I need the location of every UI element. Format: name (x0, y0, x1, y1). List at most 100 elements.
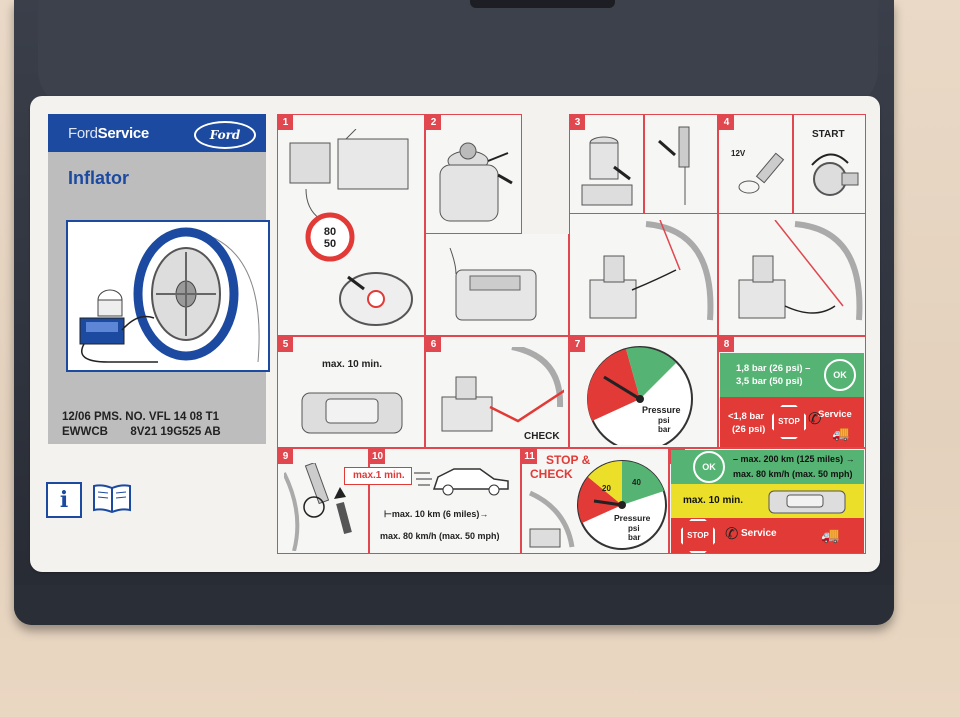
gauge-11-bar: bar (628, 533, 640, 542)
ok-range-line-1: 1,8 bar (26 psi) – (736, 363, 811, 374)
plug-in-drawing (738, 220, 863, 321)
step-12-distance: – max. 200 km (125 miles) → (733, 454, 855, 464)
ok-icon: OK (824, 359, 856, 391)
step-10-distance: ⊢max. 10 km (6 miles)→ (384, 509, 489, 519)
gauge-11-20: 20 (602, 484, 611, 493)
stop-check-wheel-drawing (528, 490, 575, 548)
compressor-drawing (449, 247, 537, 321)
step-12-phone-icon: ✆ (725, 526, 739, 543)
case-lid (38, 0, 878, 110)
brand-suffix: Service (97, 125, 150, 142)
book-icon (92, 482, 132, 514)
step-12-ok-icon: OK (693, 451, 725, 483)
step-3-number: 3 (570, 115, 585, 130)
bottle-attach-drawing (581, 136, 633, 206)
low-pressure-line-2: (26 psi) (732, 424, 766, 435)
stop-check-line-2: CHECK (530, 467, 573, 481)
step-12-time-band: max. 10 min. (671, 484, 864, 518)
step-5-time: max. 10 min. (322, 359, 383, 370)
step-11-number: 11 (522, 449, 537, 464)
gauge-7-psi: psi (658, 416, 670, 425)
step-12-stop-icon: STOP (681, 519, 715, 553)
step-12-speed: max. 80 km/h (max. 50 mph) (733, 469, 853, 479)
step-7-number: 7 (570, 337, 585, 352)
speed-sign-top: 80 (324, 226, 336, 238)
step-11-panel: 11 STOP & CHECK 20 40 Pressure psi bar (521, 448, 669, 554)
tow-truck-icon: 🚚 (832, 425, 850, 441)
step-9-number: 9 (278, 449, 293, 464)
check-pressure-drawing (441, 347, 564, 432)
compressor-top-drawing (301, 392, 403, 434)
step-6-number: 6 (426, 337, 441, 352)
step-10-speed: max. 80 km/h (max. 50 mph) (380, 531, 500, 541)
step-12-stop-band: STOP ✆ Service 🚚 (671, 518, 864, 553)
valve-panel (644, 114, 718, 214)
ford-logo-text: Ford (209, 128, 241, 142)
step-7-panel: 7 Pressure psi bar (569, 336, 718, 448)
stop-check-line-1: STOP & (546, 453, 591, 467)
step-8-number: 8 (719, 337, 734, 352)
valve-drawing (658, 126, 690, 205)
step-5-panel: 5 max. 10 min. (277, 336, 425, 448)
product-info-column: FordService Ford Inflator 12/0 (48, 114, 270, 444)
step-12-ok-band: OK – max. 200 km (125 miles) → max. 80 k… (671, 450, 864, 484)
max-time-label: max.1 min. (353, 470, 405, 481)
car-dash-speed-sign-drawing: 80 50 (289, 129, 413, 326)
max-time-box: max.1 min. (344, 467, 412, 485)
step-1-number: 1 (278, 115, 293, 130)
wheel-inflator-illustration (66, 220, 270, 372)
low-pressure-line-1: <1,8 bar (728, 411, 765, 422)
gauge-11-40: 40 (632, 478, 641, 487)
volt-label: 12V (731, 149, 746, 158)
tire-connect-drawing (589, 220, 714, 321)
step-3-panel: 3 (569, 114, 644, 214)
pressure-gauge-11: 20 40 Pressure psi bar (577, 460, 667, 550)
step-2-panel: 2 (425, 114, 522, 234)
book-drawing (93, 484, 131, 514)
step-4-number: 4 (719, 115, 734, 130)
step-10-number: 10 (370, 449, 385, 464)
driving-car-drawing (414, 468, 509, 496)
check-label: CHECK (524, 431, 560, 442)
low-pressure-band: <1,8 bar (26 psi) STOP Service ✆ 🚚 (720, 397, 864, 447)
phone-icon: ✆ (808, 411, 822, 428)
disconnect-hose-drawing (284, 463, 352, 551)
service-label: Service (818, 409, 852, 420)
plug-in-panel (718, 214, 866, 336)
step-4-panel: 4 12V (718, 114, 793, 214)
step-12-time: max. 10 min. (683, 495, 744, 506)
ok-range-line-2: 3,5 bar (50 psi) (736, 376, 803, 387)
step-12-panel: 12 OK – max. 200 km (125 miles) → max. 8… (669, 448, 866, 554)
ford-logo: Ford (194, 121, 256, 149)
step-8-panel: 8 1,8 bar (26 psi) – 3,5 bar (50 psi) OK… (718, 336, 866, 448)
ignition-key-drawing (811, 153, 859, 196)
brand-name: FordService (68, 125, 149, 142)
case-slot (470, 0, 615, 8)
stop-icon-text: STOP (778, 417, 800, 426)
step-5-number: 5 (278, 337, 293, 352)
gauge-11-pressure: Pressure (614, 513, 651, 523)
wheel-inflator-drawing (79, 227, 260, 363)
start-label: START (812, 129, 845, 140)
sealant-bottle-drawing (439, 142, 513, 222)
speed-sign-bottom: 50 (324, 238, 336, 250)
step-2-number: 2 (426, 115, 441, 130)
pressure-gauge-7: Pressure psi bar (587, 346, 693, 445)
step-9-panel: 9 (277, 448, 369, 554)
step-12-ok-text: OK (702, 462, 716, 472)
case-rim (14, 585, 894, 625)
step-12-compressor-drawing (768, 490, 846, 514)
gauge-11-psi: psi (628, 524, 640, 533)
part-number-line-2: EWWCB 8V21 19G525 AB (62, 426, 221, 438)
step-12-stop-text: STOP (687, 531, 709, 540)
ok-icon-text: OK (833, 370, 847, 380)
step-10-panel: 10 max.1 min. ⊢max. 10 km (6 miles)→ max… (344, 448, 521, 554)
step-1-panel: 1 80 50 (277, 114, 425, 336)
compressor-panel (425, 234, 569, 336)
start-panel: START (793, 114, 866, 214)
brand-prefix: Ford (68, 125, 98, 142)
step-12-tow-truck-icon: 🚚 (821, 527, 840, 544)
step-12-service: Service (741, 528, 777, 539)
brand-bar: FordService Ford (48, 114, 266, 152)
gauge-7-pressure: Pressure (642, 405, 681, 415)
